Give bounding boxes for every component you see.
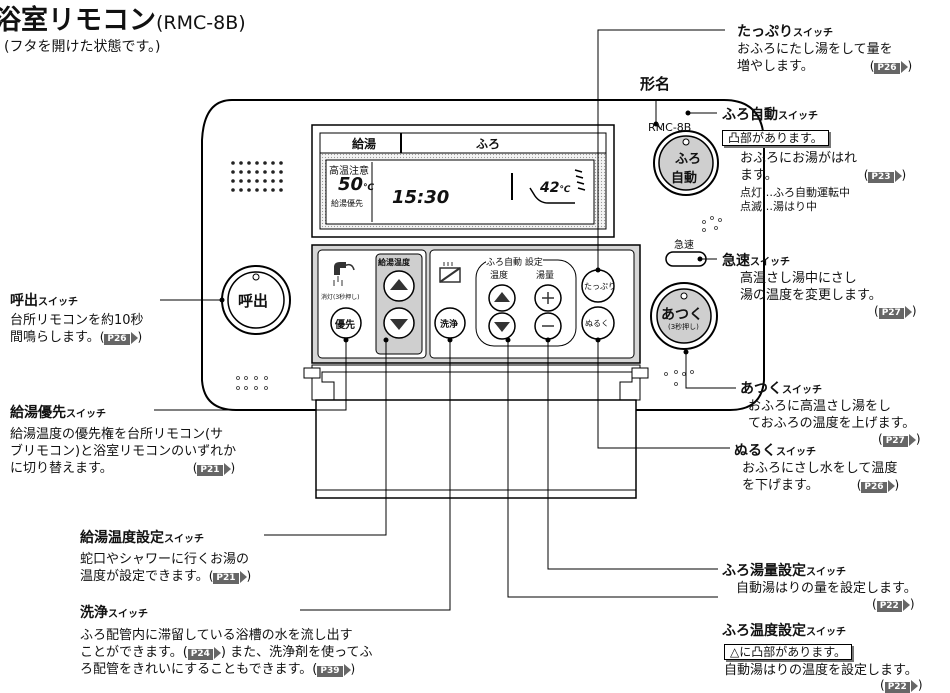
callout-yobidashi: 呼出スイッチ 台所リモコンを約10秒 間鳴らします。(P26) (10, 293, 144, 345)
tappuri-button[interactable]: たっぷり (584, 282, 616, 291)
priority-button[interactable]: 優先 (335, 320, 355, 331)
furo-ondo-text: 自動湯はりの温度を設定します。 (724, 663, 918, 678)
furo-label[interactable]: ふろ (675, 152, 702, 167)
furo-ondo-note: △に凸部があります。 (724, 641, 853, 660)
callout-kyuto-ondo: 給湯温度設定スイッチ 蛇口やシャワーに行くお湯の 温度が設定できます。(P21) (80, 530, 252, 584)
wash-button[interactable]: 洗浄 (440, 320, 459, 330)
callout-tappuri: たっぷりスイッチ おふろにたし湯をして量を 増やします。(P26) (737, 24, 913, 74)
atsuku-sub-label: (3秒押し) (668, 323, 699, 331)
callout-furo-yuryo: ふろ湯量設定スイッチ 自動湯はりの量を設定します。 (P22) (722, 563, 917, 612)
model-value: RMC-8B (648, 121, 692, 134)
title-main: 浴室リモコン (0, 5, 156, 36)
lcd-water-temp: 50℃ (338, 174, 374, 195)
kyusoku-button[interactable]: 急速 (674, 240, 694, 251)
lcd-tab-furo: ふろ (476, 137, 501, 151)
light-off-label: 消灯(3秒押し) (321, 294, 360, 301)
lcd-bath-temp: 42℃ (540, 180, 571, 196)
call-button[interactable]: 呼出 (238, 292, 269, 310)
atsuku-button[interactable]: あつく (661, 307, 703, 323)
callout-kyuto-yusen: 給湯優先スイッチ 給湯温度の優先権を台所リモコン(サ ブリモコン)と浴室リモコン… (10, 405, 237, 476)
page-title: 浴室リモコン(RMC-8B) (0, 0, 246, 37)
callout-senjo: 洗浄スイッチ ふろ配管内に滞留している浴槽の水を流し出す ことができます。(P2… (80, 605, 373, 677)
bath-icon (439, 262, 461, 283)
title-model: (RMC-8B) (156, 12, 246, 34)
nuruku-button[interactable]: ぬるく (585, 319, 609, 328)
callout-furo-ondo: ふろ温度設定スイッチ (722, 623, 846, 639)
speaker-grille (231, 161, 283, 192)
panel-kyuto (375, 253, 423, 355)
subtitle: (フタを開けた状態です。) (4, 39, 161, 55)
kyuto-temp-label: 給湯温度 (378, 258, 410, 267)
lcd-time: 15:30 (392, 187, 450, 208)
model-name-label: 形名 (640, 75, 671, 93)
cover-flap (315, 399, 637, 499)
callout-kyusoku: 急速スイッチ 高温さし湯中にさし 湯の温度を変更します。 (P27) (722, 253, 917, 319)
lcd-warning: 高温注意 (329, 166, 369, 177)
yuryo-label: 湯量 (536, 271, 555, 281)
callout-nuruku: ぬるくスイッチ おふろにさし水をして温度 を下げます。(P26) (734, 443, 900, 493)
lcd-water-priority: 給湯優先 (331, 199, 363, 208)
lcd-tab-kyuto: 給湯 (352, 137, 377, 151)
callout-furo-auto: ふろ自動スイッチ 凸部があります。 おふろにお湯がはれ ます。(P23) 点灯…… (722, 107, 907, 213)
ondo-label: 温度 (490, 271, 509, 281)
furo-auto-setting-label: ふろ自動 設定 (486, 255, 543, 268)
faucet-icon (333, 262, 355, 286)
jidou-label[interactable]: 自動 (671, 171, 698, 186)
callout-atsuku: あつくスイッチ おふろに高温さし湯をし ておふろの温度を上げます。 (P27) (740, 381, 921, 447)
furo-ondo-page: (P22) (880, 678, 923, 693)
